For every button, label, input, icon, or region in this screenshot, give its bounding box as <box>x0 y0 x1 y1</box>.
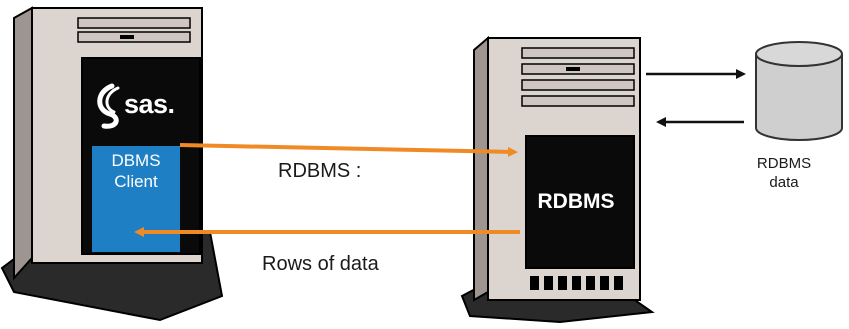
rdbms-label: RDBMS <box>537 190 615 213</box>
request-label: RDBMS : <box>278 160 362 182</box>
sas-server-tower <box>0 6 224 322</box>
dbms-client-label-line1: DBMS <box>111 151 161 170</box>
sas-swirl-icon <box>97 83 120 129</box>
rdbms-server-tower <box>460 35 655 324</box>
request-arrow <box>179 143 518 157</box>
rdbms-data-label-line2: data <box>769 174 799 191</box>
vent-slots <box>530 276 623 290</box>
rows-of-data-label: Rows of data <box>262 253 379 275</box>
sas-logo-text: sas. <box>124 89 175 119</box>
database-cylinder-icon <box>755 41 843 141</box>
rdbms-data-label-line1: RDBMS <box>756 155 812 172</box>
rdbms-data-label: RDBMS data <box>742 154 826 192</box>
dbms-client-label-line2: Client <box>114 172 158 191</box>
dbms-client-label: DBMS Client <box>92 150 180 192</box>
